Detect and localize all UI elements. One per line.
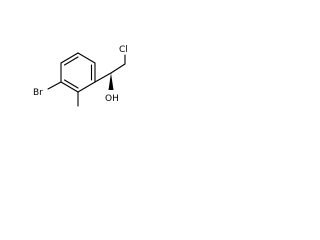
ring-bond: [77, 81, 96, 93]
ring-bond: [60, 81, 79, 93]
chemical-structure: Br Cl OH: [33, 45, 128, 107]
ring-bond: [60, 52, 79, 64]
chlorine-label: Cl: [119, 45, 128, 55]
ring-bond: [77, 52, 96, 64]
benzene-ring: [60, 52, 96, 93]
chloromethyl-bond: [110, 63, 126, 74]
bromine-label: Br: [33, 88, 43, 98]
bromo-bond: [47, 81, 62, 90]
substituent-bonds: [47, 54, 126, 107]
aromatic-inner-bond: [63, 56, 79, 66]
carbinol-bond: [94, 72, 112, 83]
hydroxyl-label: OH: [105, 94, 119, 104]
aromatic-inner-bond: [63, 79, 79, 89]
wedge-bond: [108, 73, 114, 90]
